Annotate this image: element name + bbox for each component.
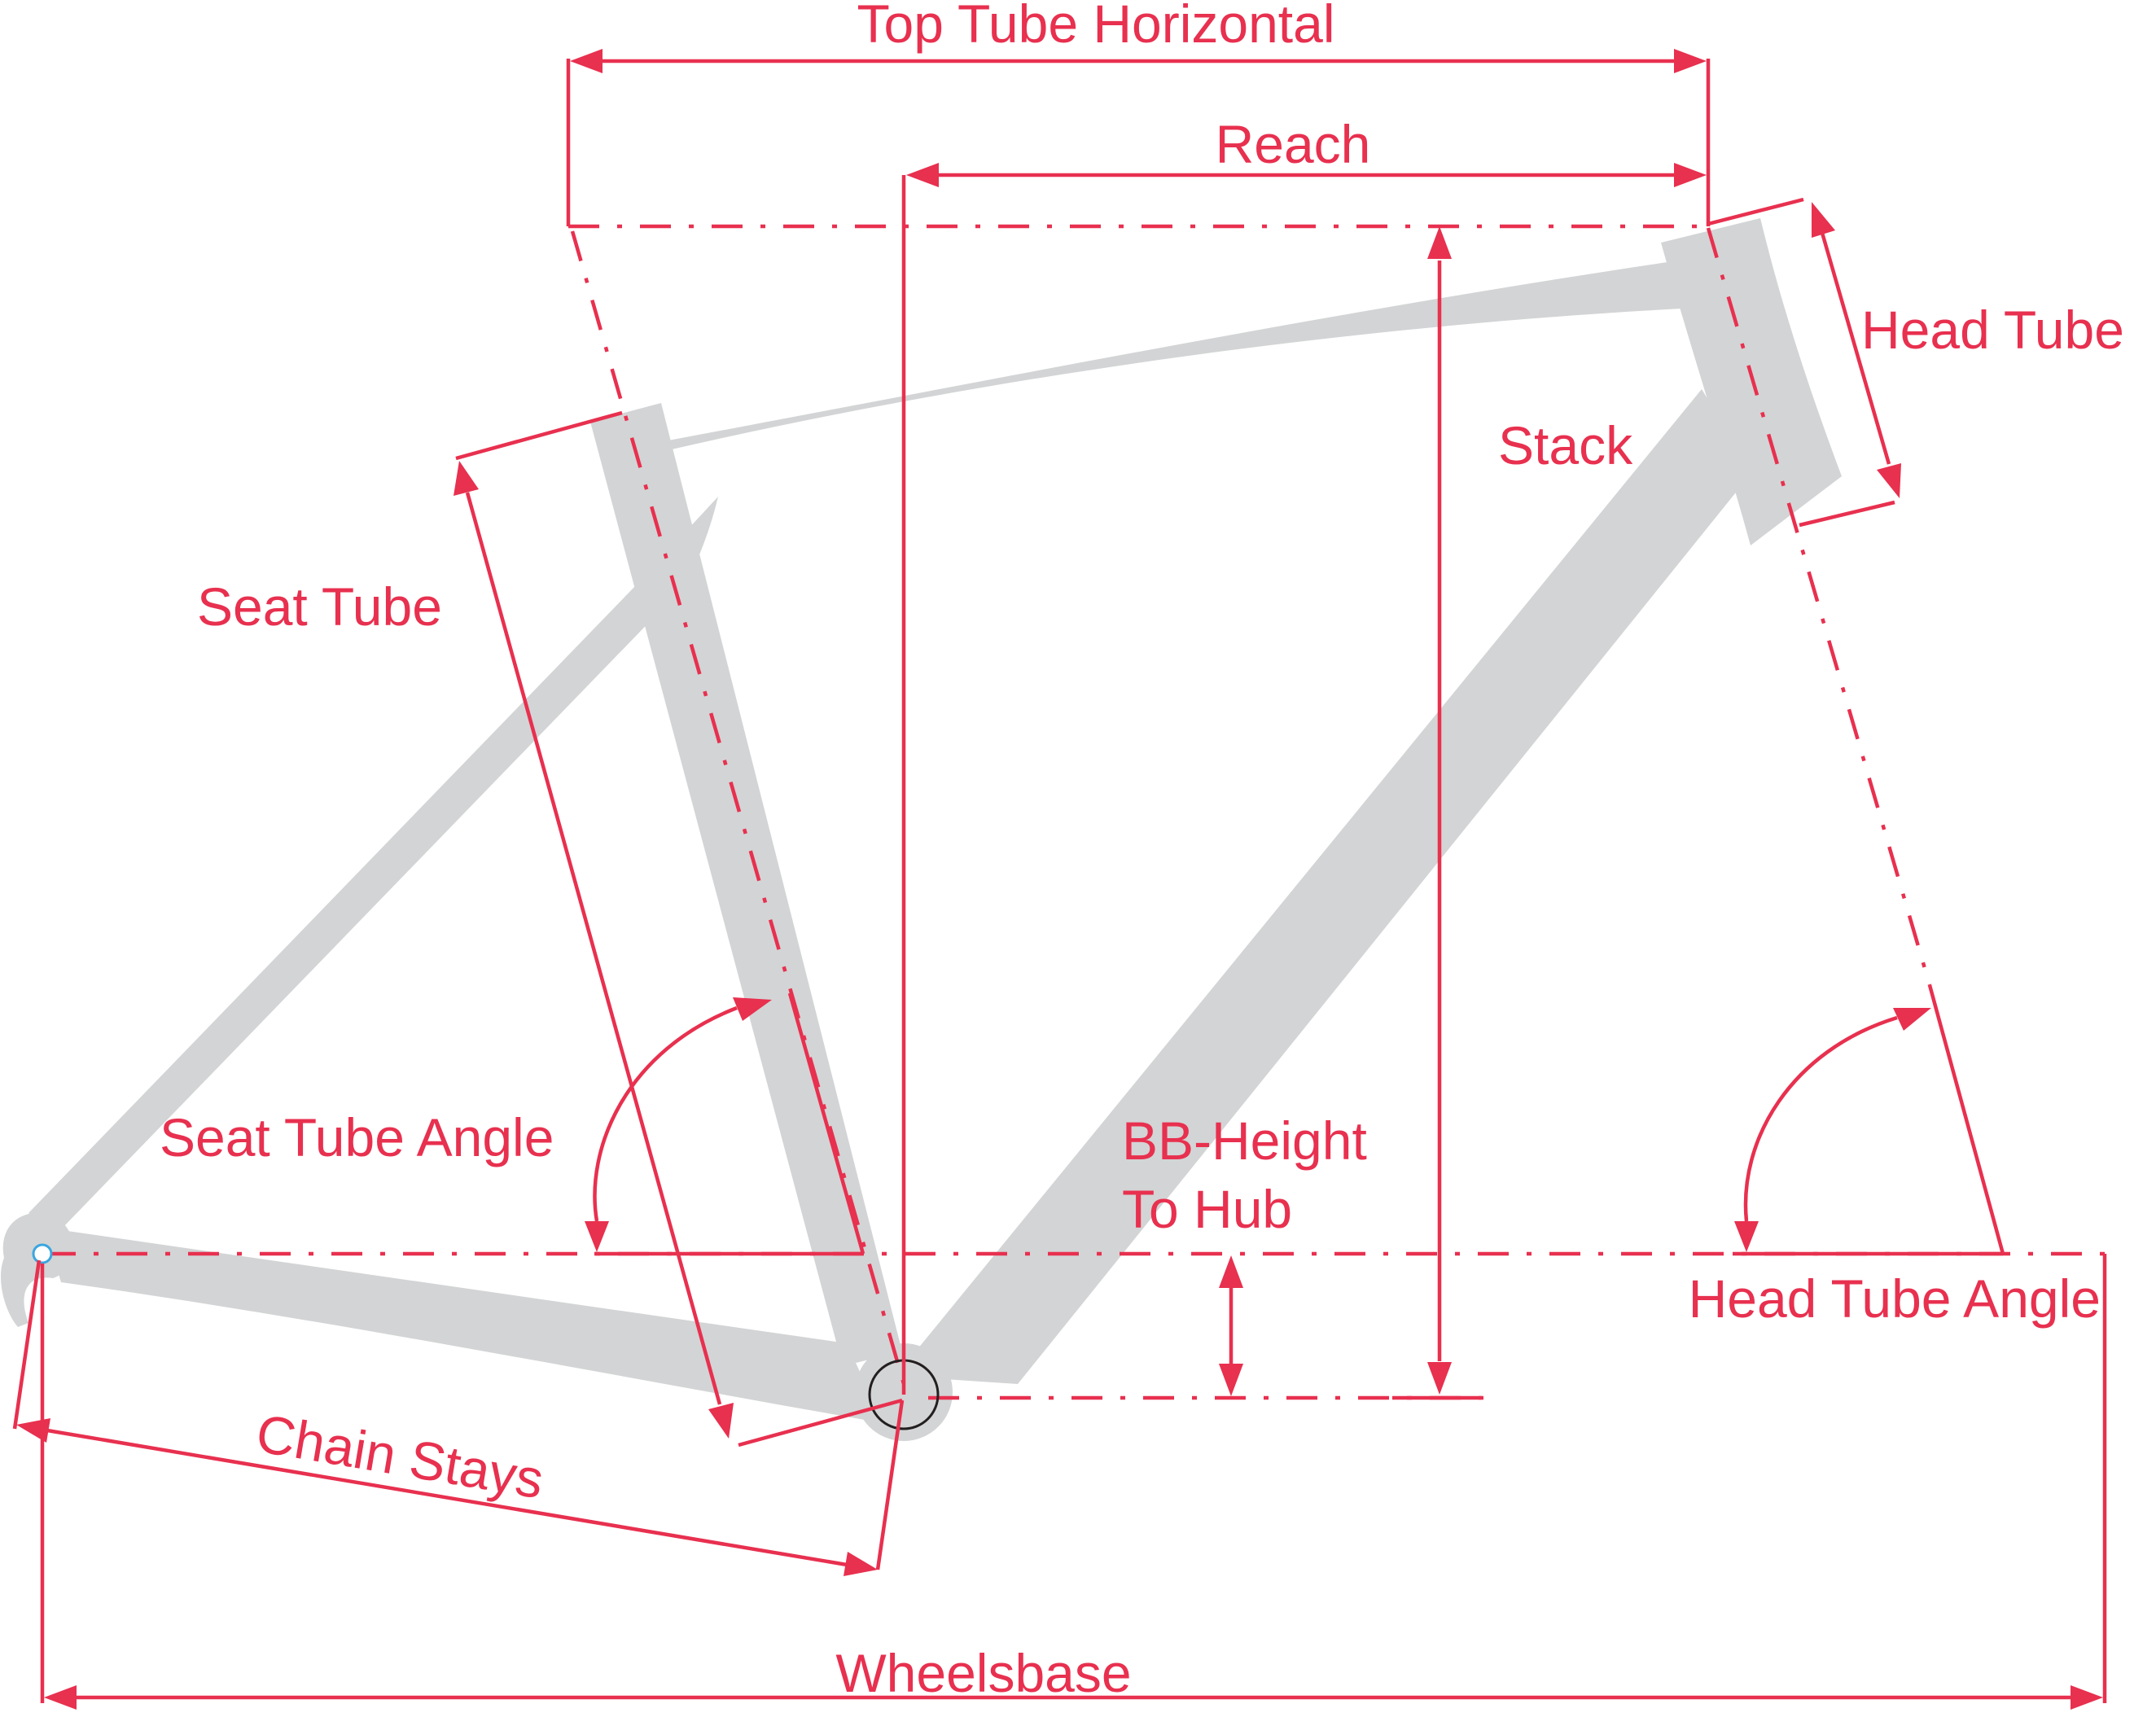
label-bb-height-line1: BB-Height xyxy=(1122,1110,1367,1171)
reach-dimension: Reach xyxy=(901,114,1707,1395)
arrowhead xyxy=(44,1685,77,1710)
arrowhead xyxy=(733,997,772,1021)
bb-height-dimension: BB-Height To Hub xyxy=(1122,1110,1367,1396)
down-tube xyxy=(896,389,1752,1384)
arrowhead xyxy=(16,1418,50,1443)
label-head-tube: Head Tube xyxy=(1861,300,2124,360)
label-wheelsbase: Wheelsbase xyxy=(835,1643,1131,1703)
bike-frame xyxy=(1,218,1842,1441)
arrowhead xyxy=(1674,49,1707,73)
seat-tube-shape xyxy=(590,403,902,1366)
seat-stay xyxy=(28,497,718,1229)
label-seat-tube: Seat Tube xyxy=(197,576,442,637)
arrowhead xyxy=(708,1403,734,1439)
wheelsbase-dimension: Wheelsbase xyxy=(40,1254,2107,1710)
label-stack: Stack xyxy=(1498,415,1633,475)
label-chain-stays: Chain Stays xyxy=(252,1403,548,1510)
seat-tube-dimension: Seat Tube xyxy=(197,410,903,1448)
seat-tube-angle-dimension: Seat Tube Angle xyxy=(160,992,865,1256)
arrowhead xyxy=(906,163,939,187)
label-seat-tube-angle: Seat Tube Angle xyxy=(160,1107,554,1167)
arrowhead xyxy=(1427,1362,1452,1395)
head-tube-dimension: Head Tube xyxy=(1707,197,2124,528)
arrowhead xyxy=(1877,463,1901,498)
arrowhead xyxy=(1674,163,1707,187)
head-tube-axis xyxy=(1706,227,1932,986)
arrowhead xyxy=(1812,202,1835,238)
label-top-tube-horizontal: Top Tube Horizontal xyxy=(857,0,1334,54)
label-head-tube-angle: Head Tube Angle xyxy=(1689,1268,2101,1329)
arrowhead xyxy=(844,1552,878,1576)
stack-dimension: Stack xyxy=(1392,226,1633,1400)
arrowhead xyxy=(585,1221,609,1252)
arrowhead xyxy=(1219,1364,1243,1396)
rear-axle-center-marker xyxy=(32,1243,53,1264)
top-tube-horizontal-dimension: Top Tube Horizontal xyxy=(566,0,1711,226)
arrowhead xyxy=(1734,1221,1759,1252)
arrowhead xyxy=(570,49,603,73)
arrowhead xyxy=(2071,1685,2103,1710)
head-tube-angle-dimension: Head Tube Angle xyxy=(1689,984,2101,1329)
chain-stay xyxy=(45,1228,883,1423)
arrowhead xyxy=(1893,1008,1931,1031)
arrowhead xyxy=(1427,226,1452,259)
top-tube xyxy=(651,259,1698,452)
label-reach: Reach xyxy=(1216,114,1371,174)
label-bb-height-line2: To Hub xyxy=(1122,1179,1292,1239)
seat-tube-axis xyxy=(570,230,906,1385)
arrowhead xyxy=(454,461,479,496)
arrowhead xyxy=(1219,1255,1243,1288)
